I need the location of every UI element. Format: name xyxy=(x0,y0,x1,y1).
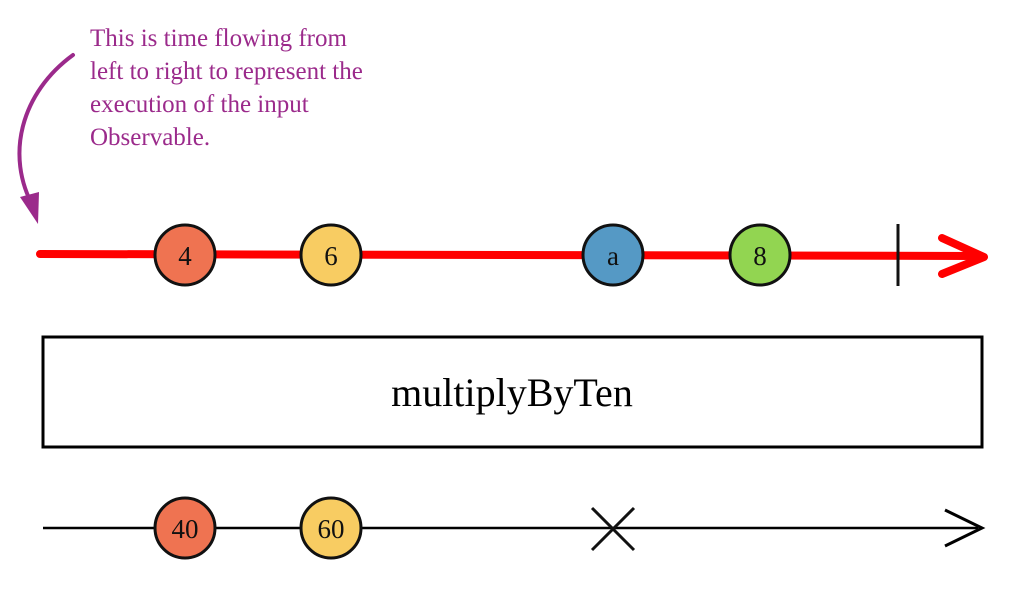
input-marble: 8 xyxy=(728,223,792,287)
marble-circle xyxy=(153,223,217,287)
marble-circle xyxy=(728,223,792,287)
operator-label: multiplyByTen xyxy=(391,370,633,415)
marble-label: a xyxy=(607,241,619,271)
marble-circle xyxy=(153,496,217,560)
operator-box: multiplyByTen xyxy=(41,335,984,449)
input-marble: 6 xyxy=(299,223,363,287)
output-observable: 40 60 xyxy=(43,496,986,560)
marble-label: 40 xyxy=(172,514,199,544)
input-timeline-arrowhead xyxy=(938,234,988,278)
marble-label: 6 xyxy=(324,241,338,271)
marble-label: 60 xyxy=(318,514,345,544)
input-marble: 4 xyxy=(153,223,217,287)
marble-circle xyxy=(581,223,645,287)
input-marble: a xyxy=(581,223,645,287)
marble-circle xyxy=(299,223,363,287)
output-marble: 60 xyxy=(299,496,363,560)
output-error-marker xyxy=(590,506,636,552)
output-marble: 40 xyxy=(153,496,217,560)
marble-label: 4 xyxy=(178,241,192,271)
marble-label: 8 xyxy=(753,241,767,271)
annotation-arrow xyxy=(17,53,75,224)
output-timeline-arrowhead xyxy=(944,508,986,548)
marble-circle xyxy=(299,496,363,560)
input-observable: 4 6 a 8 xyxy=(36,223,988,287)
annotation-text: This is time flowing from left to right … xyxy=(90,25,363,151)
